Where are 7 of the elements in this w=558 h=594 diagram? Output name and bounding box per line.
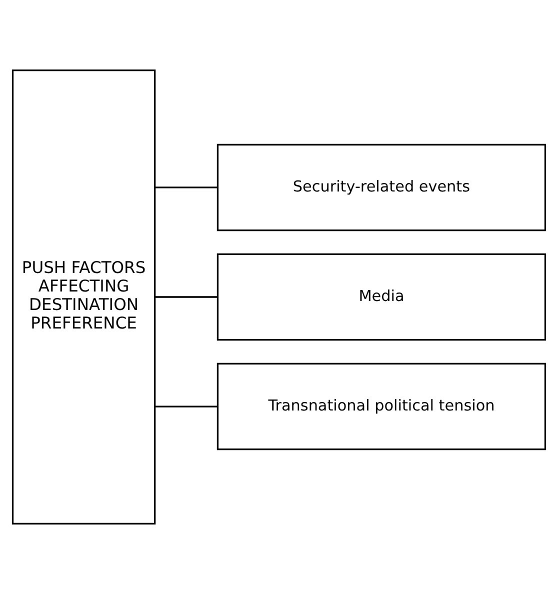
connector [155,186,218,188]
connector [155,296,218,298]
node-box: PUSH FACTORS AFFECTING DESTINATION PREFERENCE [12,70,156,524]
node-box: Media [216,253,546,341]
node-box: Security-related events [216,144,546,232]
connector [155,406,218,408]
node-box: Transnational political tension [216,362,546,450]
